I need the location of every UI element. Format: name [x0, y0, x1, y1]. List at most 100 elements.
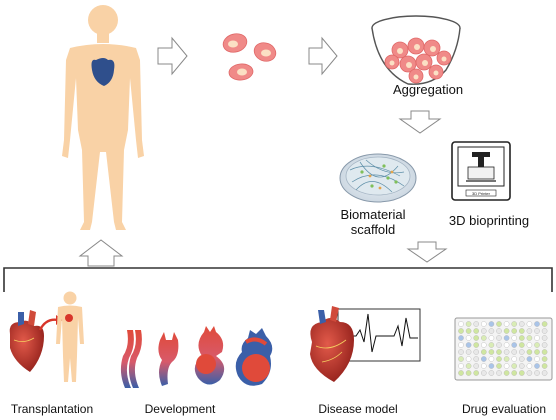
well [511, 363, 518, 369]
well [519, 370, 525, 376]
well [496, 363, 502, 369]
well [526, 370, 533, 376]
disease-model-label: Disease model [318, 402, 398, 416]
well [511, 349, 518, 355]
well [519, 363, 525, 369]
well [480, 321, 487, 327]
well [511, 335, 518, 341]
well [465, 370, 472, 376]
well [458, 363, 464, 369]
well [519, 328, 525, 334]
well [503, 356, 510, 362]
well [480, 349, 487, 355]
arrow-down-icon [406, 241, 448, 263]
well-plate-icon [454, 317, 553, 381]
well [526, 335, 533, 341]
well [465, 363, 472, 369]
well [458, 328, 464, 334]
heart-organ-icon [91, 58, 115, 86]
well [503, 321, 510, 327]
well [511, 370, 518, 376]
arrow-down-icon [398, 110, 442, 134]
well [458, 321, 464, 327]
well [503, 349, 510, 355]
biomaterial-scaffold-icon [339, 153, 417, 203]
well [496, 335, 502, 341]
well [488, 370, 495, 376]
diseased-heart-icon [310, 306, 354, 382]
well [473, 363, 480, 369]
well [534, 328, 540, 334]
well [541, 349, 548, 355]
small-body-figure [56, 291, 84, 382]
transfer-arrow-icon [38, 318, 59, 331]
chambered-heart-stage-icon [194, 326, 225, 385]
well [503, 342, 510, 348]
well [541, 328, 548, 334]
well [503, 328, 510, 334]
arrow-right-icon [157, 36, 188, 76]
looping-heart-stage-icon [158, 332, 179, 386]
well [526, 349, 533, 355]
well [473, 356, 480, 362]
well [503, 335, 510, 341]
isolated-cells-group [222, 33, 277, 81]
well [496, 349, 502, 355]
well [488, 363, 495, 369]
well [465, 335, 472, 341]
well [488, 321, 495, 327]
well [496, 321, 502, 327]
printer-tag-text: 3D Printer [472, 191, 491, 196]
well [541, 321, 548, 327]
well [480, 328, 487, 334]
well [519, 356, 525, 362]
well [541, 335, 548, 341]
aggregation-label: Aggregation [392, 82, 464, 97]
well [511, 328, 518, 334]
well [473, 342, 480, 348]
well [458, 349, 464, 355]
well [465, 321, 472, 327]
well [519, 321, 525, 327]
well [458, 342, 464, 348]
well [541, 356, 548, 362]
well [473, 349, 480, 355]
well [488, 356, 495, 362]
3d-printer-icon: 3D Printer [451, 141, 511, 201]
well [480, 342, 487, 348]
well [480, 335, 487, 341]
well [519, 342, 525, 348]
well [511, 321, 518, 327]
well [526, 328, 533, 334]
well [534, 356, 540, 362]
well [534, 335, 540, 341]
arrow-up-icon [78, 239, 124, 267]
well [541, 370, 548, 376]
aggregation-well-icon [371, 15, 461, 85]
scaffold-label-line1: Biomaterial [340, 207, 406, 222]
well [458, 335, 464, 341]
arrow-right-icon [308, 36, 338, 76]
well [480, 370, 487, 376]
well [465, 342, 472, 348]
scaffold-label-line2: scaffold [350, 222, 396, 237]
heart-tube-stage-icon [120, 330, 142, 388]
well [511, 356, 518, 362]
well [465, 328, 472, 334]
well [496, 370, 502, 376]
well [488, 328, 495, 334]
well [534, 363, 540, 369]
bioprinting-label: 3D bioprinting [448, 213, 530, 228]
well [526, 356, 533, 362]
well [473, 335, 480, 341]
well [458, 370, 464, 376]
transplant-heart-icon [9, 310, 44, 372]
well [480, 356, 487, 362]
well [534, 342, 540, 348]
well [534, 321, 540, 327]
well [534, 349, 540, 355]
well [519, 349, 525, 355]
well [458, 356, 464, 362]
well [511, 342, 518, 348]
